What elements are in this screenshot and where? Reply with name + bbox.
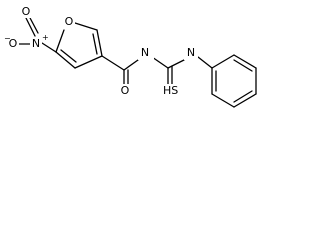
atom-n-nitro: N	[32, 37, 40, 50]
bond-o1-c2	[74, 22, 98, 31]
charge-minus: −	[4, 34, 11, 43]
bond-n-o-top-double	[28, 15, 39, 34]
atom-o-nitro-left: O	[9, 37, 18, 50]
bond-ph-6	[211, 54, 235, 69]
bond-ph-5	[233, 54, 257, 69]
bond-c3-c4	[74, 55, 103, 69]
bond-c2-c3-inner	[92, 33, 98, 55]
bond-carbonyl-nh	[123, 59, 139, 71]
atom-labels: O O − N + O O N H HS N	[4, 5, 198, 98]
charge-plus: +	[42, 33, 49, 42]
bond-c4-c5	[55, 51, 76, 69]
bond-ph-3-inner	[233, 90, 253, 103]
bond-nh-phenyl	[197, 56, 213, 69]
atom-s-thio: HS	[163, 84, 178, 97]
bond-n-c5	[41, 42, 57, 53]
bond-cs-nh	[167, 59, 185, 69]
bond-c3-carbonyl	[101, 55, 125, 71]
bond-c2-c3	[96, 29, 103, 57]
atom-o-carbonyl: O	[121, 84, 130, 97]
molecule-structure-diagram: O O − N + O O N H HS N	[4, 5, 257, 108]
atom-n-amine: N	[187, 46, 195, 59]
bond-ph-5-inner	[233, 59, 253, 72]
atom-o-furan: O	[65, 15, 74, 28]
bond-lines	[18, 15, 257, 108]
atom-n-amide: N	[141, 46, 149, 59]
atom-o-nitro-top: O	[22, 5, 31, 18]
bond-n-o-top	[25, 17, 36, 37]
bond-nh-cs	[151, 56, 169, 69]
bond-c5-o1	[55, 29, 65, 53]
bond-c4-c5-inner	[60, 49, 77, 63]
bond-ph-2	[211, 93, 235, 108]
bond-ph-3	[233, 93, 257, 108]
